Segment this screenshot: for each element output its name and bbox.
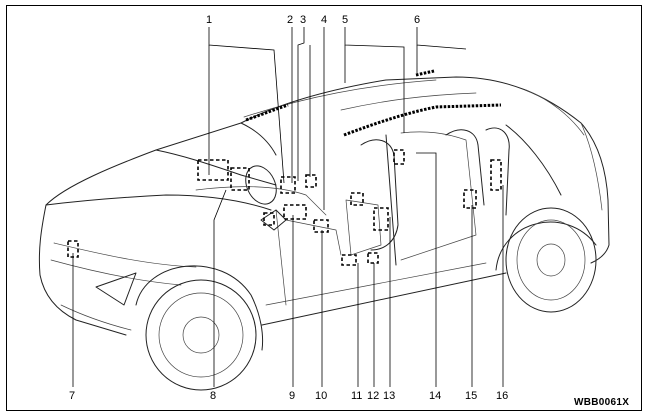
callout-13: 13 <box>383 390 395 402</box>
figure-code: WBB0061X <box>574 397 629 408</box>
callout-7: 7 <box>69 390 75 402</box>
callout-12: 12 <box>367 390 379 402</box>
diagram-frame: 1 2 3 4 5 6 7 8 9 10 11 12 13 14 15 16 W… <box>6 5 642 411</box>
callout-3: 3 <box>300 14 306 26</box>
callout-9: 9 <box>289 390 295 402</box>
callout-14: 14 <box>429 390 441 402</box>
callout-labels: 1 2 3 4 5 6 7 8 9 10 11 12 13 14 15 16 <box>69 14 508 402</box>
callout-4: 4 <box>321 14 327 26</box>
callout-5: 5 <box>342 14 348 26</box>
callout-1: 1 <box>206 14 212 26</box>
component-markings <box>67 69 502 266</box>
callout-16: 16 <box>496 390 508 402</box>
callout-11: 11 <box>351 390 362 402</box>
callout-2: 2 <box>287 14 293 26</box>
callout-8: 8 <box>210 390 216 402</box>
vehicle-outline <box>38 76 610 391</box>
callout-15: 15 <box>465 390 477 402</box>
callout-6: 6 <box>414 14 420 26</box>
leader-lines <box>72 27 504 387</box>
callout-10: 10 <box>315 390 327 402</box>
